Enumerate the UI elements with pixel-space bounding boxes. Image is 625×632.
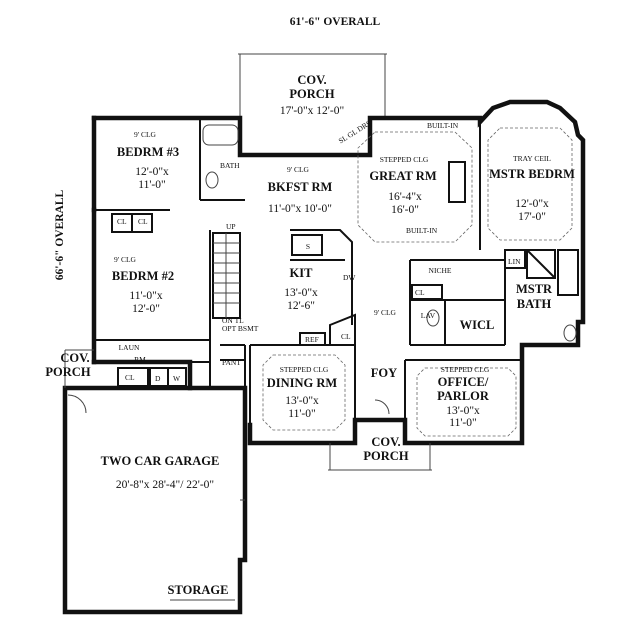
garage-dims: 20'-8"x 28'-4"/ 22'-0" — [116, 479, 214, 491]
great-ceiling: STEPPED CLG — [380, 155, 429, 164]
front-porch-name-2: PORCH — [363, 449, 408, 463]
pantry-label: PANT — [222, 358, 241, 367]
foy-ceiling: 9' CLG — [374, 308, 397, 317]
rear-porch-name-2: PORCH — [289, 87, 334, 101]
office-dims-2: 11'-0" — [449, 417, 476, 429]
kit-dims-1: 13'-0"x — [284, 287, 318, 299]
foy-name: FOY — [371, 366, 397, 380]
niche-closet-label: CL — [415, 288, 425, 297]
sl-gl-drs-label: SL GL DRS — [337, 118, 373, 145]
great-name: GREAT RM — [369, 169, 436, 183]
storage-name: STORAGE — [168, 583, 229, 597]
garage-name: TWO CAR GARAGE — [101, 454, 220, 468]
bedrm2-ceiling: 9' CLG — [114, 255, 137, 264]
rear-porch-outline — [238, 53, 387, 118]
stairs-on-tl-label: ON TL — [222, 316, 244, 325]
kit-dims-2: 12'-6" — [287, 300, 315, 312]
mstr-bedrm-dims-2: 17'-0" — [518, 211, 546, 223]
bkfst-ceiling: 9' CLG — [287, 165, 310, 174]
laun-label: LAUN — [119, 343, 140, 352]
bedrm3-closet-2: CL — [138, 217, 148, 226]
fridge-label: REF — [305, 335, 319, 344]
rear-porch-name-1: COV. — [297, 73, 326, 87]
fixtures — [67, 124, 577, 415]
stairs-up-label: UP — [226, 222, 236, 231]
laun-closet-label: CL — [125, 373, 135, 382]
interior-walls — [64, 118, 579, 601]
linen-label: LIN — [508, 257, 521, 266]
dining-dims-1: 13'-0"x — [285, 395, 319, 407]
office-name-2: PARLOR — [437, 389, 490, 403]
dryer-label: D — [155, 374, 161, 383]
laun-rm-label: RM — [134, 355, 146, 364]
bedrm2-dims-1: 11'-0"x — [129, 290, 162, 302]
left-porch-name-2: PORCH — [45, 365, 90, 379]
bath-label: BATH — [220, 161, 240, 170]
office-name-1: OFFICE/ — [438, 375, 489, 389]
wicl-name: WICL — [460, 318, 495, 332]
bedrm3-closet-1: CL — [117, 217, 127, 226]
mstr-bedrm-ceiling: TRAY CEIL — [513, 154, 551, 163]
bedrm3-ceiling: 9' CLG — [134, 130, 157, 139]
built-in-top: BUILT-IN — [427, 121, 459, 130]
mstr-bath-name-2: BATH — [517, 297, 552, 311]
bedrm3-dims-2: 11'-0" — [138, 179, 165, 191]
built-in-bottom: BUILT-IN — [406, 226, 438, 235]
overall-depth-label: 66'-6" OVERALL — [54, 189, 66, 280]
overall-width-label: 61'-6" OVERALL — [290, 16, 381, 28]
mstr-bedrm-name: MSTR BEDRM — [489, 167, 575, 181]
front-porch-name-1: COV. — [371, 435, 400, 449]
washer-label: W — [173, 374, 181, 383]
sink-label: S — [306, 242, 310, 251]
kit-closet-label: CL — [341, 332, 351, 341]
niche-label: NICHE — [429, 266, 452, 275]
lav-label: LAV — [421, 311, 436, 320]
stairs-opt-bsmt-label: OPT BSMT — [222, 324, 259, 333]
bedrm2-dims-2: 12'-0" — [132, 303, 160, 315]
bedrm3-dims-1: 12'-0"x — [135, 166, 169, 178]
bkfst-name: BKFST RM — [268, 180, 333, 194]
rear-porch-dims: 17'-0"x 12'-0" — [280, 105, 344, 117]
dining-dims-2: 11'-0" — [288, 408, 315, 420]
bkfst-dims: 11'-0"x 10'-0" — [268, 203, 332, 215]
bedrm2-name: BEDRM #2 — [112, 269, 174, 283]
mstr-bath-name-1: MSTR — [516, 282, 553, 296]
dining-ceiling: STEPPED CLG — [280, 365, 329, 374]
mstr-bedrm-dims-1: 12'-0"x — [515, 198, 549, 210]
dishwasher-label: DW — [343, 273, 356, 282]
office-dims-1: 13'-0"x — [446, 405, 480, 417]
dining-name: DINING RM — [267, 376, 338, 390]
office-ceiling: STEPPED CLG — [441, 365, 490, 374]
bedrm3-name: BEDRM #3 — [117, 145, 179, 159]
great-dims-2: 16'-0" — [391, 204, 419, 216]
left-porch-name-1: COV. — [60, 351, 89, 365]
great-dims-1: 16'-4"x — [388, 191, 422, 203]
ceiling-outlines — [262, 127, 573, 437]
kit-name: KIT — [290, 266, 314, 280]
